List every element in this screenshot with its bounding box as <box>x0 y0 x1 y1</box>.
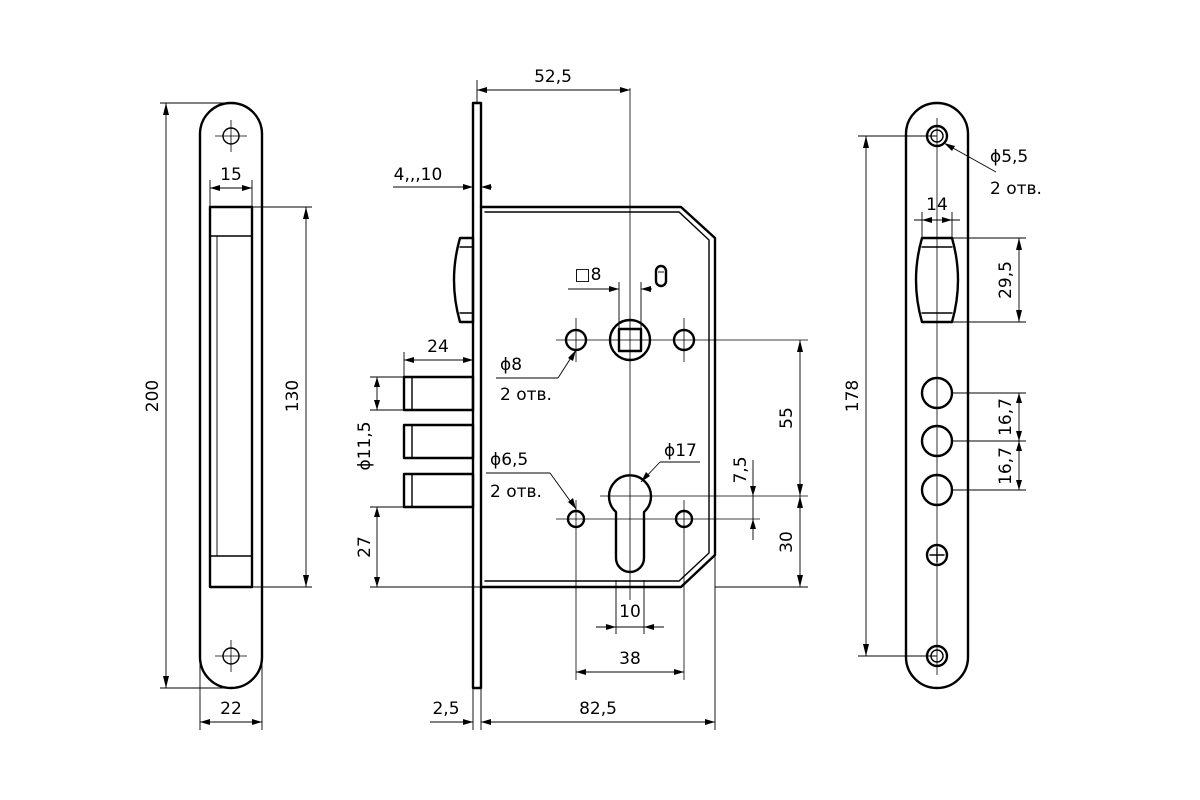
right-plate-outline <box>904 101 970 690</box>
dim-upper-screw-count: 2 отв. <box>500 385 552 405</box>
dead-bolt-3 <box>402 472 475 509</box>
dim-lower-screw-count: 2 отв. <box>490 482 542 502</box>
right-faceplate: ϕ5,5 2 отв. 178 14 29,5 16,7 16,7 <box>843 101 1042 690</box>
dim-plate-thickness: 2,5 <box>432 699 459 719</box>
lock-slot <box>654 264 668 288</box>
dim-cylinder-diameter: ϕ17 <box>664 441 697 461</box>
dim-latch-projection: 24 <box>427 337 449 357</box>
dim-left-plate-width: 22 <box>220 699 242 719</box>
dim-right-latch-width: 14 <box>926 195 948 215</box>
dim-cylinder-to-bottom: 30 <box>777 531 797 553</box>
dim-upper-screw-hole: ϕ8 <box>500 355 522 375</box>
dim-faceplate-thickness: 4,,,10 <box>394 165 443 185</box>
dim-body-width: 82,5 <box>579 699 617 719</box>
lock-dimensions: 52,5 4,,,10 □8 24 ϕ8 2 отв. ϕ11 <box>355 67 808 730</box>
dim-left-slot-width: 15 <box>220 165 242 185</box>
dim-cylinder-offset: 7,5 <box>731 456 751 483</box>
lock-body <box>402 88 808 690</box>
dim-left-slot-height: 130 <box>283 380 303 412</box>
left-strike-plate: 200 15 130 22 <box>143 101 312 730</box>
dim-bolt-diameter: ϕ11,5 <box>355 421 375 470</box>
left-plate-slot <box>208 205 254 589</box>
cylinder-profile <box>607 474 653 574</box>
lock-faceplate <box>471 101 483 690</box>
dim-backset: 52,5 <box>534 67 572 87</box>
dim-centre-distance: 55 <box>777 407 797 429</box>
dim-bolt-pitch-2: 16,7 <box>996 447 1016 485</box>
dim-lower-hole-spacing: 38 <box>619 649 641 669</box>
dead-bolt-1 <box>402 375 475 412</box>
dim-right-plate-height: 178 <box>843 380 863 412</box>
dim-lower-screw-hole: ϕ6,5 <box>490 450 528 470</box>
dim-bolt-offset: 27 <box>355 536 375 558</box>
dim-left-plate-height: 200 <box>143 380 163 412</box>
latch-bolt <box>452 236 475 324</box>
dim-right-screw-hole: ϕ5,5 <box>990 147 1028 167</box>
dim-bolt-pitch-1: 16,7 <box>996 398 1016 436</box>
dim-right-screw-count: 2 отв. <box>990 179 1042 199</box>
dim-right-latch-height: 29,5 <box>996 261 1016 299</box>
dim-spindle-square: □8 <box>575 265 602 285</box>
dead-bolt-2 <box>402 423 475 460</box>
dim-cylinder-width: 10 <box>619 602 641 622</box>
lock-case-outline <box>479 205 717 589</box>
